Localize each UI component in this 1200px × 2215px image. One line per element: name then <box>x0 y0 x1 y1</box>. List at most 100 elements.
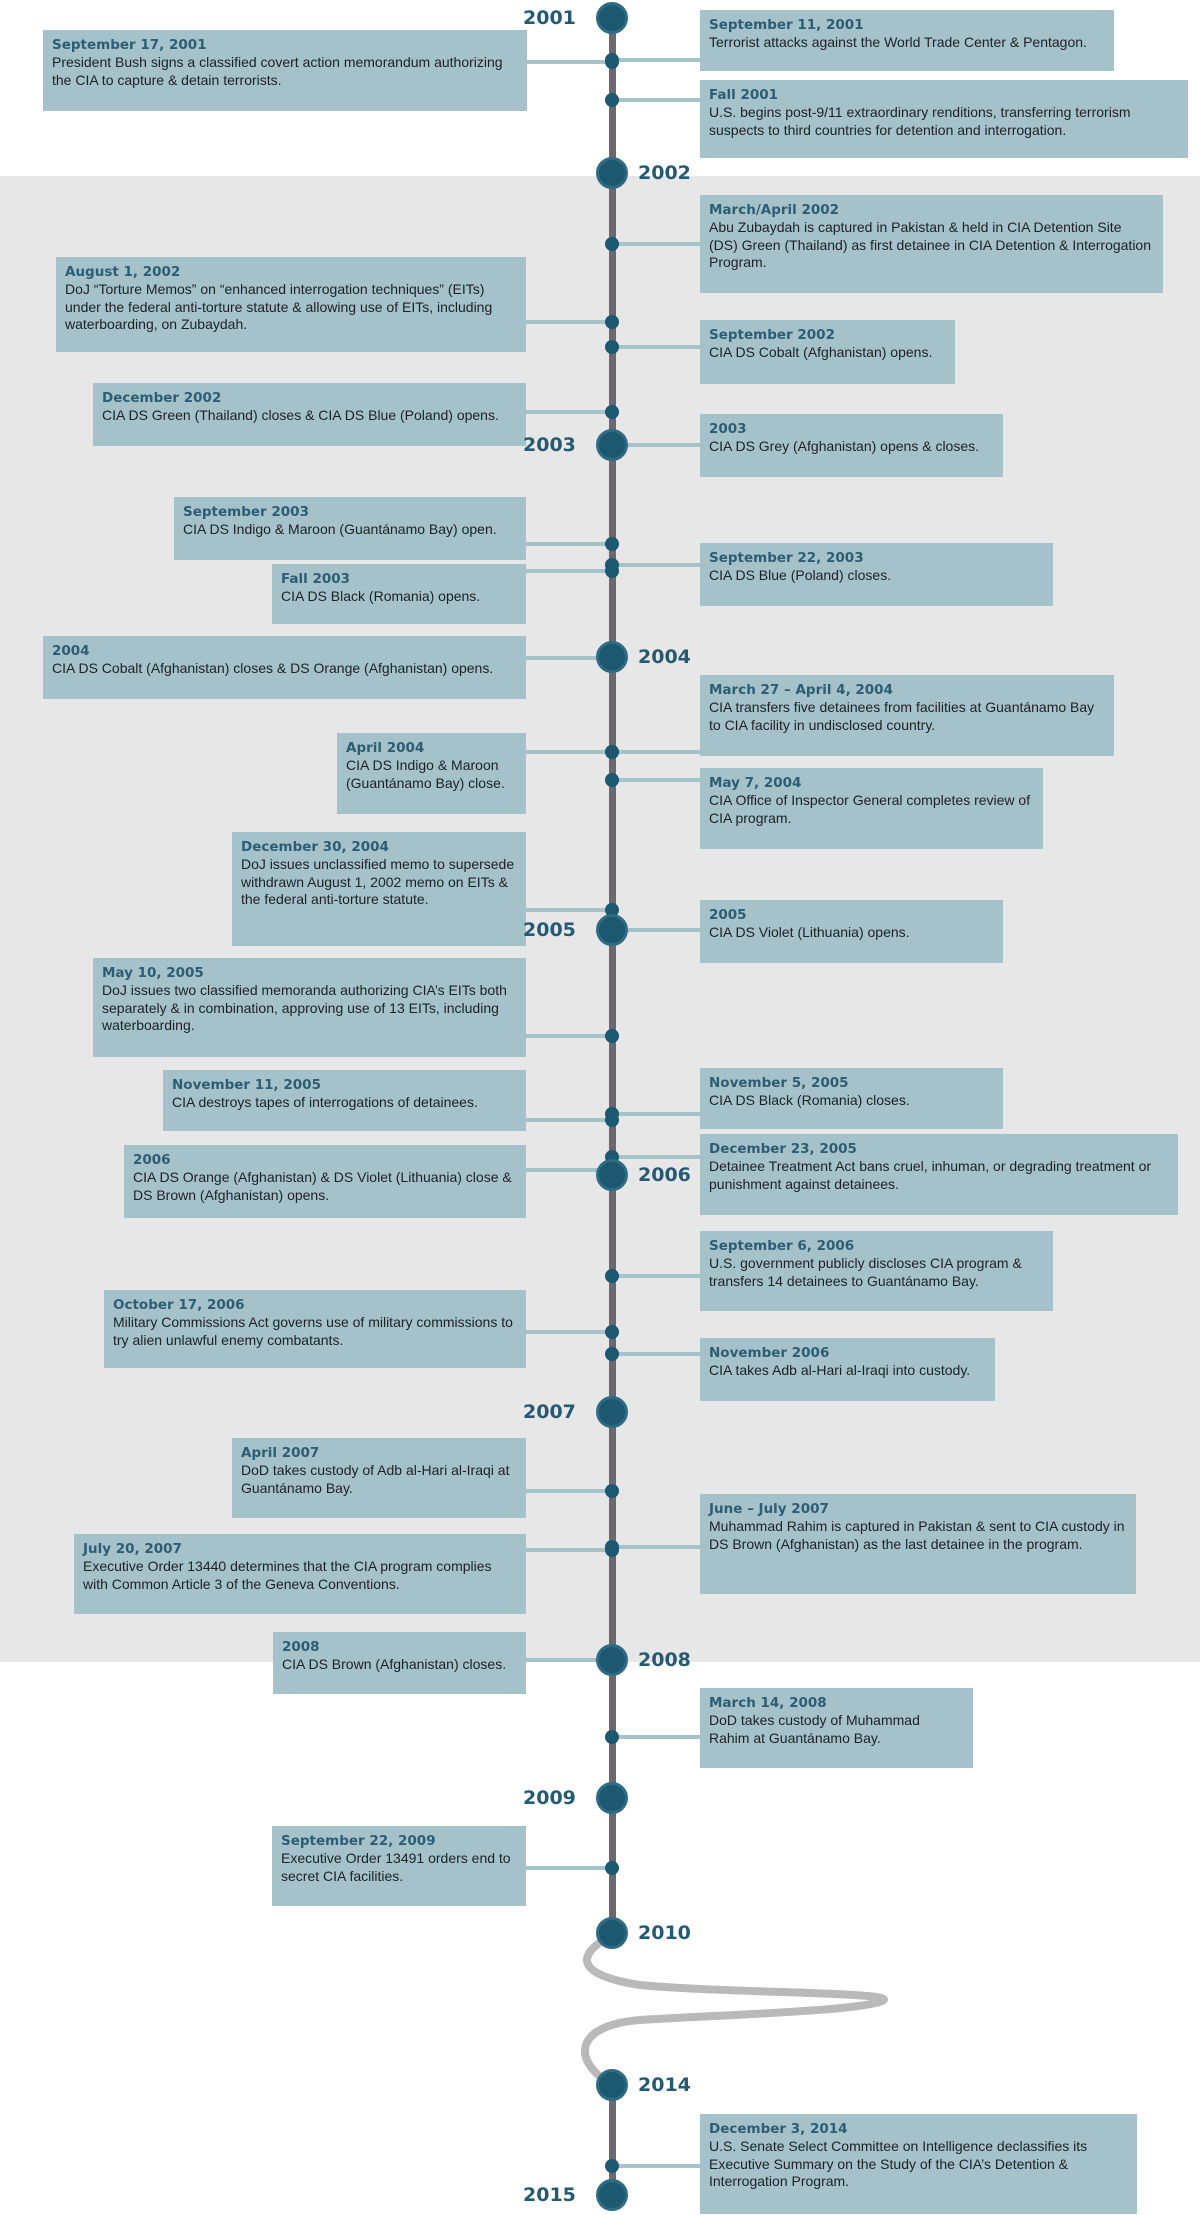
timeline-axis-lower <box>609 2085 616 2195</box>
event-date: 2006 <box>133 1152 171 1168</box>
year-label: 2004 <box>638 646 691 668</box>
event-dot <box>605 1543 619 1557</box>
event-description: DoD takes custody of Muhammad Rahim at G… <box>709 1712 920 1746</box>
event-connector <box>612 1274 700 1278</box>
event-connector <box>526 1168 612 1172</box>
event-dot <box>605 1347 619 1361</box>
event-dot <box>605 903 619 917</box>
event-description: DoD takes custody of Adb al-Hari al-Iraq… <box>241 1462 510 1496</box>
event-connector <box>526 750 612 754</box>
event-connector <box>612 1735 700 1739</box>
event-date: Fall 2001 <box>709 87 779 103</box>
event-connector <box>612 750 700 754</box>
year-node <box>596 641 628 673</box>
event-date: March 14, 2008 <box>709 1695 827 1711</box>
event-description: Executive Order 13440 determines that th… <box>83 1558 492 1592</box>
event-description: CIA DS Violet (Lithuania) opens. <box>709 924 910 940</box>
event-connector <box>526 1489 612 1493</box>
year-node <box>596 157 628 189</box>
event-description: CIA DS Black (Romania) opens. <box>281 588 481 604</box>
event-dot <box>605 1269 619 1283</box>
event-description: CIA DS Blue (Poland) closes. <box>709 567 892 583</box>
event-description: Military Commissions Act governs use of … <box>113 1314 513 1348</box>
event-dot <box>605 93 619 107</box>
year-node <box>596 2 628 34</box>
event-date: 2008 <box>282 1639 320 1655</box>
event-date: August 1, 2002 <box>65 264 181 280</box>
event-connector <box>526 1866 612 1870</box>
event-connector <box>612 1545 700 1549</box>
event-dot <box>605 2159 619 2173</box>
event-date: September 22, 2003 <box>709 550 864 566</box>
event-connector <box>526 410 612 414</box>
event-description: CIA DS Green (Thailand) closes & CIA DS … <box>102 407 499 423</box>
event-date: April 2004 <box>346 740 425 756</box>
event-connector <box>612 98 700 102</box>
event-dot <box>605 53 619 67</box>
event-description: CIA destroys tapes of interrogations of … <box>172 1094 478 1110</box>
year-label: 2002 <box>638 162 691 184</box>
event-description: U.S. begins post-9/11 extraordinary rend… <box>709 104 1131 138</box>
event-dot <box>605 237 619 251</box>
event-date: September 17, 2001 <box>52 37 207 53</box>
event-description: CIA takes Adb al-Hari al-Iraqi into cust… <box>709 1362 971 1378</box>
event-connector <box>612 58 700 62</box>
event-description: Abu Zubaydah is captured in Pakistan & h… <box>709 219 1151 270</box>
event-connector <box>612 2164 700 2168</box>
event-date: April 2007 <box>241 1445 320 1461</box>
year-node <box>596 914 628 946</box>
year-node <box>596 2069 628 2101</box>
event-description: Executive Order 13491 orders end to secr… <box>281 1850 511 1884</box>
event-description: Detainee Treatment Act bans cruel, inhum… <box>709 1158 1152 1192</box>
year-label: 2007 <box>523 1401 576 1423</box>
event-date: March 27 – April 4, 2004 <box>709 682 893 698</box>
event-date: 2003 <box>709 421 747 437</box>
event-connector <box>612 1352 700 1356</box>
event-connector <box>526 1034 612 1038</box>
event-connector <box>527 60 612 64</box>
event-description: Muhammad Rahim is captured in Pakistan &… <box>709 1518 1125 1552</box>
event-dot <box>605 745 619 759</box>
event-connector <box>612 1112 700 1116</box>
event-description: CIA DS Orange (Afghanistan) & DS Violet … <box>133 1169 512 1203</box>
event-connector <box>526 542 612 546</box>
event-description: U.S. government publicly discloses CIA p… <box>709 1255 1022 1289</box>
year-label: 2005 <box>523 919 576 941</box>
event-description: CIA DS Grey (Afghanistan) opens & closes… <box>709 438 980 454</box>
year-node <box>596 1782 628 1814</box>
event-description: CIA DS Cobalt (Afghanistan) opens. <box>709 344 933 360</box>
event-date: September 2002 <box>709 327 835 343</box>
event-connector <box>612 563 700 567</box>
event-description: CIA DS Cobalt (Afghanistan) closes & DS … <box>52 660 494 676</box>
event-date: Fall 2003 <box>281 571 351 587</box>
year-label: 2015 <box>523 2184 576 2206</box>
event-connector <box>612 778 700 782</box>
event-date: 2004 <box>52 643 90 659</box>
event-connector <box>612 345 700 349</box>
event-date: March/April 2002 <box>709 202 840 218</box>
year-node <box>596 1396 628 1428</box>
year-label: 2006 <box>638 1164 691 1186</box>
